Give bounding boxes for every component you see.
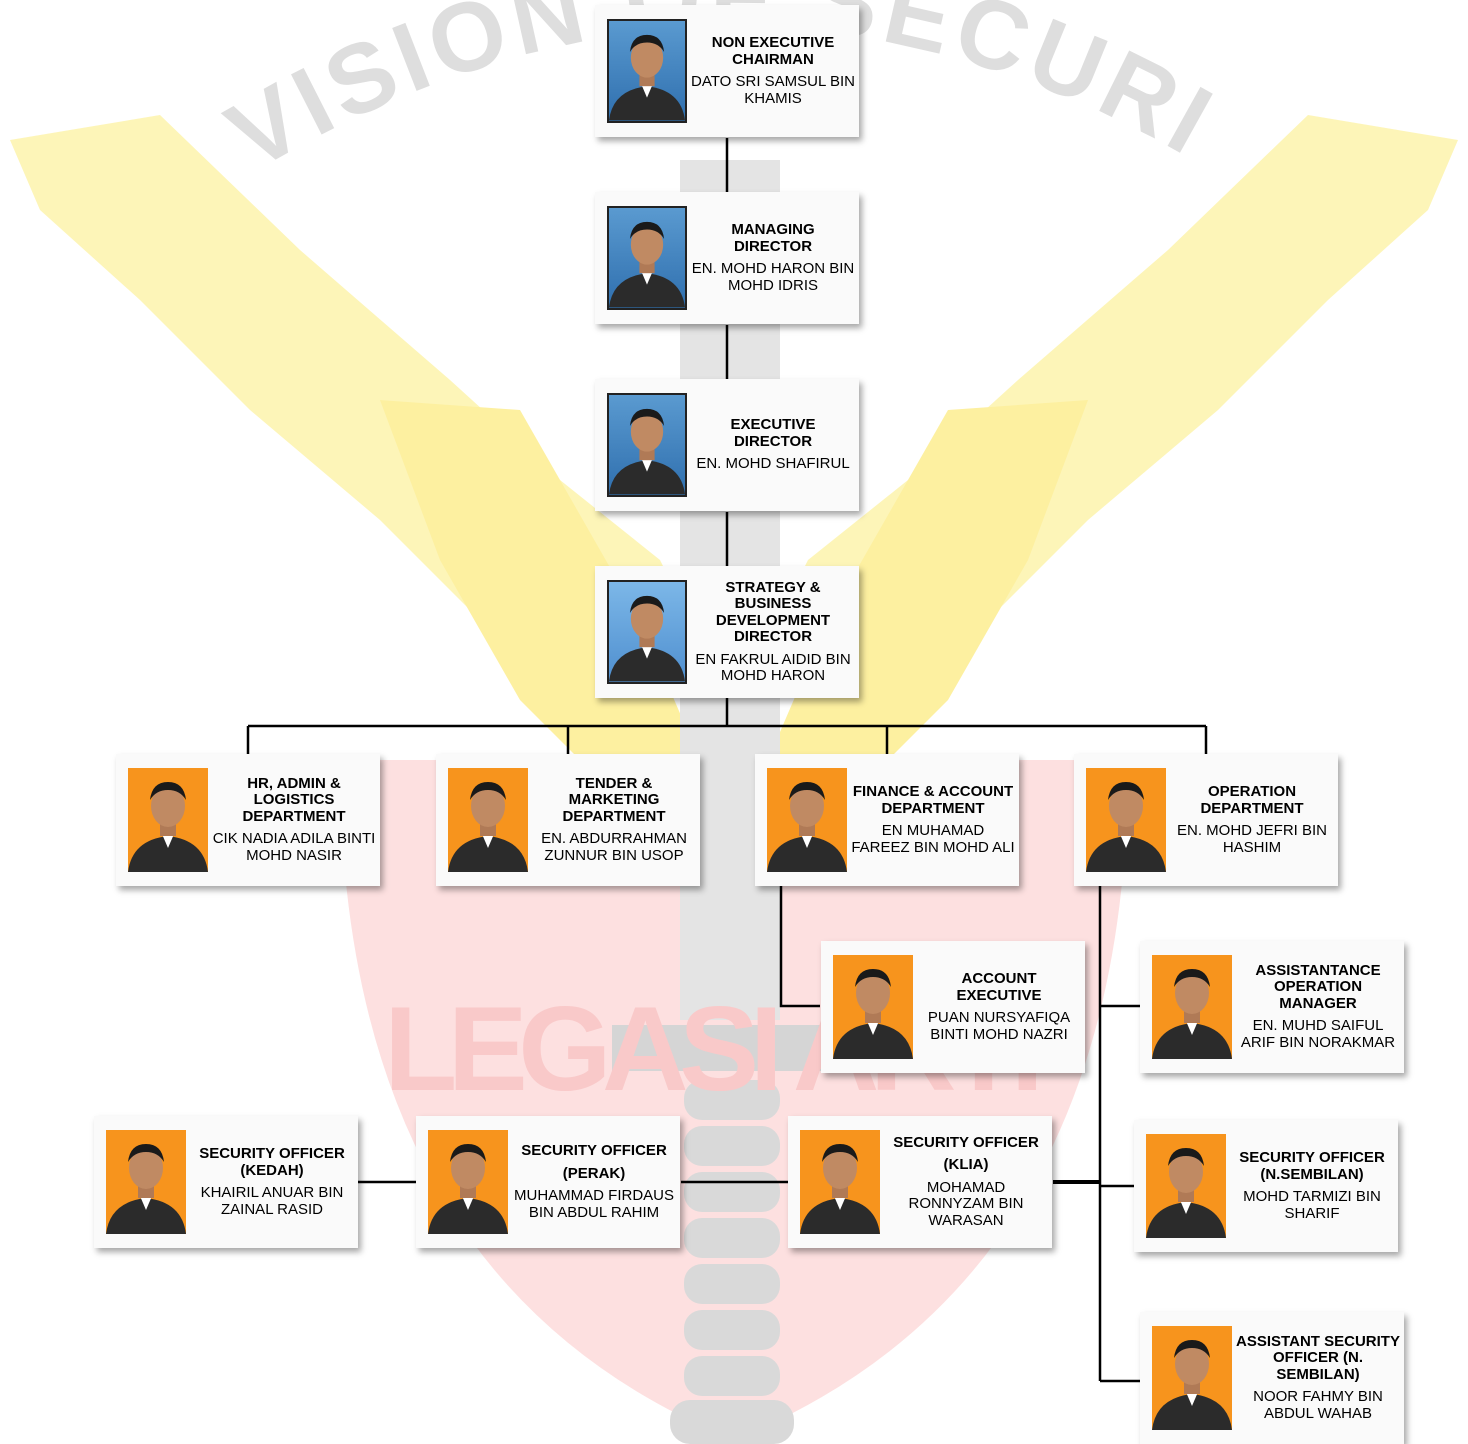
card-title: NON EXECUTIVE CHAIRMAN bbox=[711, 34, 835, 68]
card-name: MUHAMMAD FIRDAUS BIN ABDUL RAHIM bbox=[514, 1187, 674, 1221]
card-name: EN. MUHD SAIFUL ARIF BIN NORAKMAR bbox=[1240, 1017, 1396, 1051]
person-photo-icon bbox=[428, 1130, 508, 1234]
card-name: EN. MOHD JEFRI BIN HASHIM bbox=[1176, 822, 1327, 856]
person-photo-icon bbox=[1152, 955, 1232, 1059]
card-non-executive-chairman: NON EXECUTIVE CHAIRMAN DATO SRI SAMSUL B… bbox=[595, 5, 859, 137]
card-title: SECURITY OFFICER (KEDAH) bbox=[199, 1145, 345, 1179]
person-photo-icon bbox=[1086, 768, 1166, 872]
card-title: SECURITY OFFICER bbox=[893, 1133, 1039, 1151]
person-photo-icon bbox=[607, 580, 687, 684]
card-security-officer-klia: SECURITY OFFICER (KLIA) MOHAMAD RONNYZAM… bbox=[788, 1116, 1052, 1248]
card-title: ASSISTANTANCE OPERATION MANAGER bbox=[1255, 961, 1381, 1012]
card-subtitle: (KLIA) bbox=[943, 1156, 989, 1174]
card-name: NOOR FAHMY BIN ABDUL WAHAB bbox=[1253, 1388, 1383, 1422]
card-subtitle: (PERAK) bbox=[562, 1164, 626, 1182]
card-title: ACCOUNT EXECUTIVE bbox=[956, 970, 1042, 1004]
person-photo-icon bbox=[106, 1130, 186, 1234]
connector-finance-account-exec bbox=[779, 886, 820, 1008]
card-title: OPERATION DEPARTMENT bbox=[1200, 783, 1304, 817]
card-name: KHAIRIL ANUAR BIN ZAINAL RASID bbox=[200, 1184, 344, 1218]
card-name: MOHAMAD RONNYZAM BIN WARASAN bbox=[908, 1178, 1024, 1229]
person-photo-icon bbox=[767, 768, 847, 872]
person-photo-icon bbox=[607, 393, 687, 497]
card-strategy-director: STRATEGY & BUSINESS DEVELOPMENT DIRECTOR… bbox=[595, 566, 859, 698]
card-security-officer-kedah: SECURITY OFFICER (KEDAH) KHAIRIL ANUAR B… bbox=[94, 1116, 358, 1248]
card-name: EN MUHAMAD FAREEZ BIN MOHD ALI bbox=[851, 822, 1015, 856]
card-operation-department: OPERATION DEPARTMENT EN. MOHD JEFRI BIN … bbox=[1074, 754, 1338, 886]
person-photo-icon bbox=[607, 19, 687, 123]
card-title: SECURITY OFFICER bbox=[521, 1142, 667, 1159]
card-title: TENDER & MARKETING DEPARTMENT bbox=[562, 774, 666, 825]
person-photo-icon bbox=[607, 206, 687, 310]
card-title: ASSISTANT SECURITY OFFICER (N. SEMBILAN) bbox=[1236, 1332, 1400, 1383]
card-name: MOHD TARMIZI BIN SHARIF bbox=[1243, 1188, 1381, 1222]
card-security-officer-perak: SECURITY OFFICER (PERAK) MUHAMMAD FIRDAU… bbox=[416, 1116, 680, 1248]
card-finance-account: FINANCE & ACCOUNT DEPARTMENT EN MUHAMAD … bbox=[755, 754, 1019, 886]
card-name: DATO SRI SAMSUL BIN KHAMIS bbox=[691, 73, 855, 107]
person-photo-icon bbox=[448, 768, 528, 872]
card-name: PUAN NURSYAFIQA BINTI MOHD NAZRI bbox=[927, 1009, 1071, 1043]
card-account-executive: ACCOUNT EXECUTIVE PUAN NURSYAFIQA BINTI … bbox=[821, 941, 1085, 1073]
person-photo-icon bbox=[128, 768, 208, 872]
card-assistant-security-officer-nsembilan: ASSISTANT SECURITY OFFICER (N. SEMBILAN)… bbox=[1140, 1312, 1404, 1444]
card-title: MANAGING DIRECTOR bbox=[731, 221, 815, 255]
person-photo-icon bbox=[833, 955, 913, 1059]
card-name: CIK NADIA ADILA BINTI MOHD NASIR bbox=[212, 830, 376, 864]
card-tender-marketing: TENDER & MARKETING DEPARTMENT EN. ABDURR… bbox=[436, 754, 700, 886]
card-title: FINANCE & ACCOUNT DEPARTMENT bbox=[852, 783, 1014, 817]
person-photo-icon bbox=[1146, 1134, 1226, 1238]
card-assistant-operation-manager: ASSISTANTANCE OPERATION MANAGER EN. MUHD… bbox=[1140, 941, 1404, 1073]
card-title: EXECUTIVE DIRECTOR bbox=[730, 416, 816, 450]
card-name: EN. MOHD SHAFIRUL bbox=[696, 455, 850, 473]
card-managing-director: MANAGING DIRECTOR EN. MOHD HARON BIN MOH… bbox=[595, 192, 859, 324]
card-title: SECURITY OFFICER (N.SEMBILAN) bbox=[1239, 1149, 1385, 1183]
card-name: EN. MOHD HARON BIN MOHD IDRIS bbox=[691, 260, 855, 294]
card-name: EN. ABDURRAHMAN ZUNNUR BIN USOP bbox=[541, 830, 687, 864]
card-title: HR, ADMIN & LOGISTICS DEPARTMENT bbox=[242, 774, 346, 825]
person-photo-icon bbox=[800, 1130, 880, 1234]
card-hr-admin-logistics: HR, ADMIN & LOGISTICS DEPARTMENT CIK NAD… bbox=[116, 754, 380, 886]
card-name: EN FAKRUL AIDID BIN MOHD HARON bbox=[695, 650, 851, 684]
card-executive-director: EXECUTIVE DIRECTOR EN. MOHD SHAFIRUL bbox=[595, 379, 859, 511]
card-title: STRATEGY & BUSINESS DEVELOPMENT DIRECTOR bbox=[715, 578, 831, 645]
card-security-officer-nsembilan: SECURITY OFFICER (N.SEMBILAN) MOHD TARMI… bbox=[1134, 1120, 1398, 1252]
person-photo-icon bbox=[1152, 1326, 1232, 1430]
